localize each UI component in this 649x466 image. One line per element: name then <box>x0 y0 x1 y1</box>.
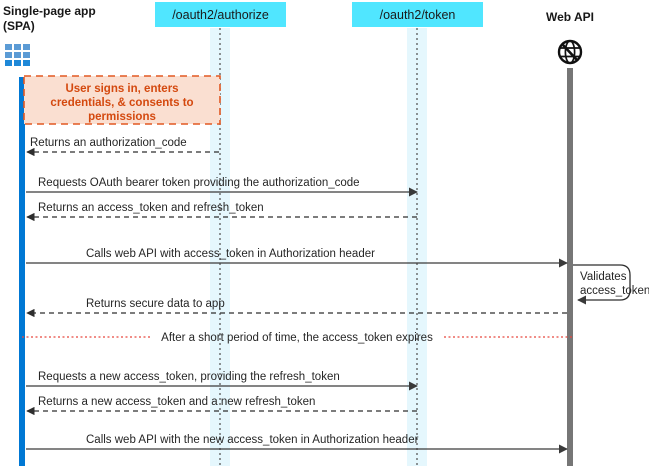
self-message-line-2: access_token <box>580 285 649 297</box>
actor-spa-label-line1: Single-page app <box>3 4 96 18</box>
globe-icon <box>557 39 583 65</box>
message-7: Returns a new access_token and a new ref… <box>26 396 417 416</box>
message-6: Requests a new access_token, providing t… <box>26 371 418 391</box>
message-7-label: Returns a new access_token and a new ref… <box>38 396 315 408</box>
note-line-3: permissions <box>88 111 156 123</box>
message-4: Calls web API with access_token in Autho… <box>26 248 568 268</box>
message-4-label: Calls web API with access_token in Autho… <box>86 248 375 260</box>
divider-label: After a short period of time, the access… <box>161 332 433 344</box>
self-message-line-1: Validates <box>580 271 627 283</box>
webapi-lifeline-bar <box>567 68 573 466</box>
app-grid-icon <box>5 44 30 66</box>
spa-lifeline-bar <box>19 77 25 466</box>
lane-header-authorize[interactable]: /oauth2/authorize <box>155 2 286 27</box>
self-message-validates: Validates access_token <box>573 264 649 305</box>
actor-spa-label-line2: (SPA) <box>3 19 35 33</box>
message-8-label: Calls web API with the new access_token … <box>86 434 419 446</box>
message-2: Requests OAuth bearer token providing th… <box>26 177 418 197</box>
message-6-label: Requests a new access_token, providing t… <box>38 371 340 383</box>
message-2-label: Requests OAuth bearer token providing th… <box>38 177 360 189</box>
note-user-consent: User signs in, enters credentials, & con… <box>23 75 221 125</box>
self-message-arrow <box>573 264 631 305</box>
actor-spa: Single-page app (SPA) <box>3 4 96 466</box>
lane-header-authorize-label: /oauth2/authorize <box>172 8 269 22</box>
message-1-label: Returns an authorization_code <box>30 137 187 149</box>
divider-token-expires: After a short period of time, the access… <box>22 332 573 344</box>
lifeline-band-token <box>407 28 427 466</box>
message-5: Returns secure data to app <box>26 298 567 318</box>
lane-header-token-label: /oauth2/token <box>380 8 456 22</box>
message-3-label: Returns an access_token and refresh_toke… <box>38 202 264 214</box>
lifeline-band-authorize <box>210 28 230 466</box>
note-line-2: credentials, & consents to <box>50 97 193 109</box>
actor-webapi-label: Web API <box>546 10 594 24</box>
message-8: Calls web API with the new access_token … <box>26 434 568 454</box>
message-3: Returns an access_token and refresh_toke… <box>26 202 417 222</box>
message-5-label: Returns secure data to app <box>86 298 225 310</box>
note-line-1: User signs in, enters <box>65 83 178 95</box>
actor-webapi: Web API <box>546 10 594 466</box>
lane-header-token[interactable]: /oauth2/token <box>352 2 483 27</box>
message-1: Returns an authorization_code <box>26 137 219 157</box>
